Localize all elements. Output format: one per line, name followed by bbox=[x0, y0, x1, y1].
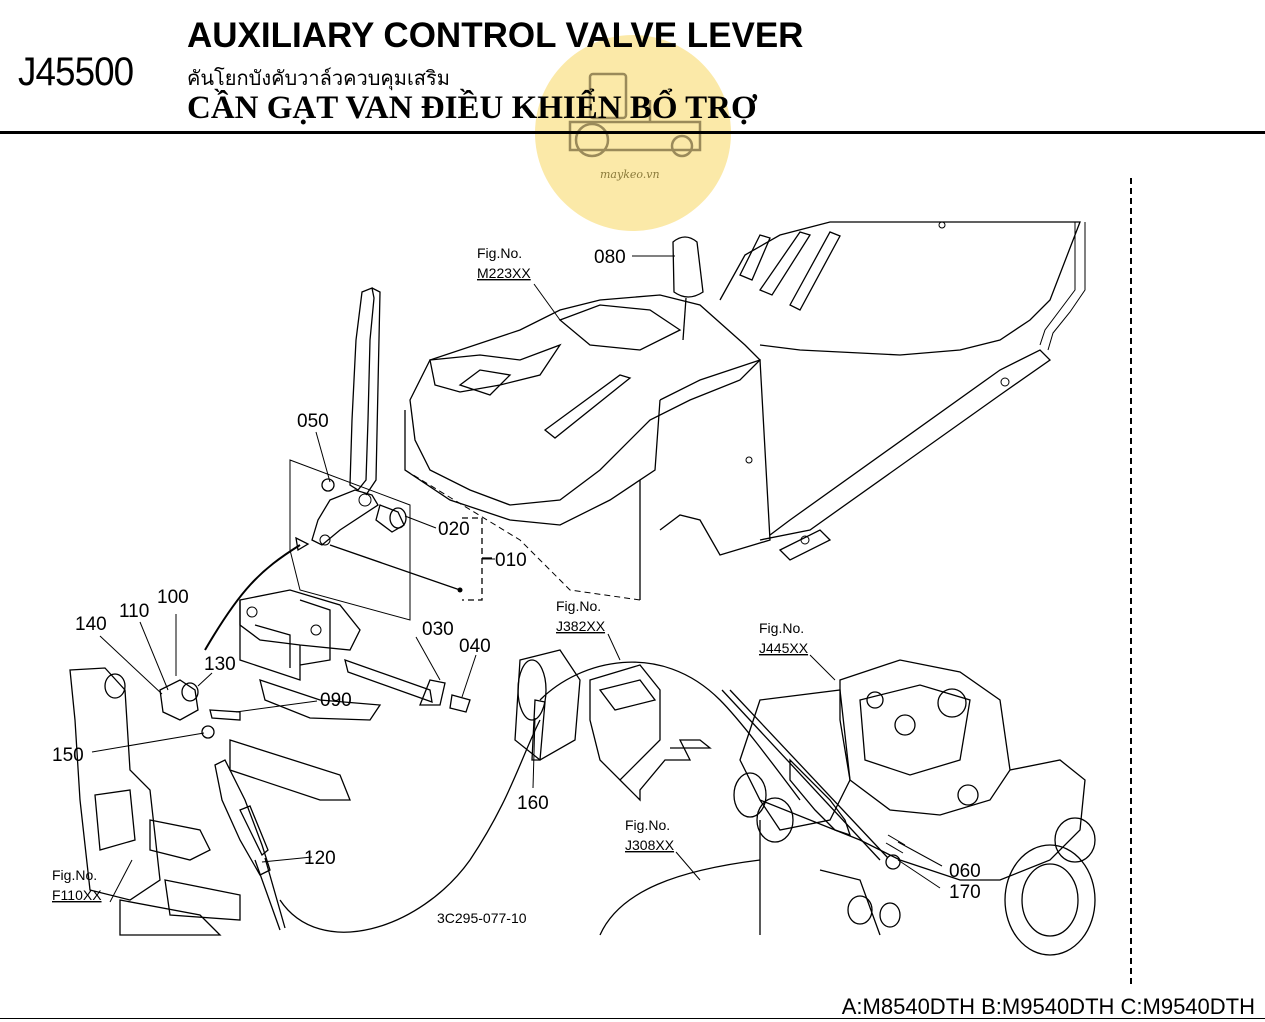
fig-ref-f110: F110XX bbox=[52, 887, 102, 903]
figure-references: Fig.No. M223XX Fig.No. J382XX Fig.No. J4… bbox=[52, 245, 809, 926]
part-label-120: 120 bbox=[304, 848, 336, 869]
part-label-080: 080 bbox=[594, 247, 626, 268]
part-label-090: 090 bbox=[320, 690, 352, 711]
valve-assembly bbox=[599, 659, 1096, 956]
lower-linkage bbox=[69, 667, 351, 936]
part-label-010: 010 bbox=[495, 550, 527, 571]
page-title-thai: คันโยกบังคับวาล์วควบคุมเสริม bbox=[187, 66, 450, 90]
part-label-110: 110 bbox=[119, 601, 149, 622]
part-label-020: 020 bbox=[438, 519, 470, 540]
page-title-english: AUXILIARY CONTROL VALVE LEVER bbox=[187, 16, 804, 55]
page-boundary-dashed-line bbox=[1130, 178, 1132, 984]
control-cable bbox=[279, 661, 889, 933]
part-label-170: 170 bbox=[949, 882, 981, 903]
watermark-text: maykeo.vn bbox=[600, 168, 660, 181]
leader-lines bbox=[91, 283, 943, 903]
part-numbers: 080 050 020 010 030 040 090 100 110 140 … bbox=[52, 247, 981, 903]
fig-ref-j308: J308XX bbox=[625, 837, 675, 853]
fig-ref-j382: J382XX bbox=[556, 618, 606, 634]
part-label-040: 040 bbox=[459, 636, 491, 657]
part-label-030: 030 bbox=[422, 619, 454, 640]
part-label-130: 130 bbox=[204, 654, 236, 675]
part-label-160: 160 bbox=[517, 793, 549, 814]
lever-knob bbox=[632, 236, 704, 341]
fig-ref-f110-label: Fig.No. bbox=[52, 867, 97, 883]
control-lever bbox=[289, 287, 463, 621]
mounting-bracket bbox=[204, 536, 471, 721]
fig-ref-j445-label: Fig.No. bbox=[759, 620, 804, 636]
part-label-100: 100 bbox=[157, 587, 189, 608]
fig-ref-m223-label: Fig.No. bbox=[477, 245, 522, 261]
part-group-code: J45500 bbox=[18, 50, 134, 94]
console-housing bbox=[404, 221, 1086, 601]
drawing-code: 3C295-077-10 bbox=[437, 910, 527, 926]
fig-ref-m223: M223XX bbox=[477, 265, 531, 281]
part-label-050: 050 bbox=[297, 411, 329, 432]
applicable-models: A:M8540DTH B:M9540DTH C:M9540DTH bbox=[841, 994, 1255, 1019]
header-divider bbox=[0, 131, 1265, 134]
footer-divider bbox=[0, 1018, 1265, 1019]
part-label-060: 060 bbox=[949, 861, 981, 882]
fig-ref-j308-label: Fig.No. bbox=[625, 817, 670, 833]
page-title-vietnamese: CẦN GẠT VAN ĐIỀU KHIỂN BỔ TRỢ bbox=[187, 90, 757, 126]
part-label-150: 150 bbox=[52, 745, 84, 766]
part-label-140: 140 bbox=[75, 614, 107, 635]
fig-ref-j382-label: Fig.No. bbox=[556, 598, 601, 614]
fig-ref-j445: J445XX bbox=[759, 640, 809, 656]
cable-bracket bbox=[514, 649, 712, 802]
